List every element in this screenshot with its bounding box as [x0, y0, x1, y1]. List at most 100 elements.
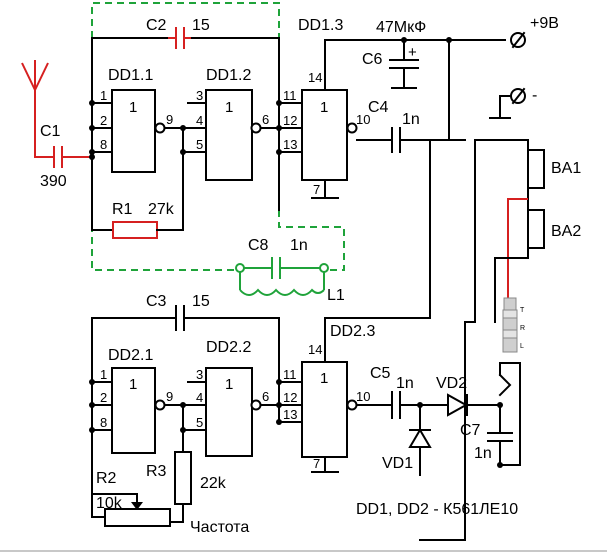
dd1-2-to-dd1-3-wire	[260, 100, 303, 155]
svg-text:1: 1	[100, 367, 107, 382]
dd1-1-to-dd1-2-wire	[164, 125, 207, 231]
r2-value: 10k	[96, 495, 123, 512]
svg-text:14: 14	[308, 342, 322, 357]
dd1-1-label: DD1.1	[108, 67, 153, 84]
svg-text:12: 12	[283, 113, 297, 128]
svg-text:9: 9	[166, 389, 173, 404]
l1-label: L1	[327, 287, 345, 304]
gate-dd1-3: 1	[301, 39, 358, 199]
c8-value: 1n	[290, 237, 308, 254]
svg-text:11: 11	[283, 88, 297, 103]
svg-text:1: 1	[225, 99, 233, 116]
gate-dd2-1: 1	[111, 367, 166, 454]
svg-text:R: R	[520, 325, 525, 332]
svg-text:1: 1	[320, 99, 328, 116]
svg-text:8: 8	[100, 415, 107, 430]
antenna-icon	[21, 60, 54, 158]
ic-type-note: DD1, DD2 - К561ЛЕ10	[356, 501, 518, 518]
svg-text:3: 3	[196, 367, 203, 382]
c6-label: C6	[362, 51, 383, 68]
svg-text:9: 9	[166, 112, 173, 127]
svg-text:T: T	[520, 307, 525, 314]
capacitor-c4	[356, 127, 450, 153]
svg-text:10: 10	[356, 389, 370, 404]
c3-label: C3	[146, 293, 167, 310]
svg-text:10: 10	[356, 112, 370, 127]
dd1-2-label: DD1.2	[206, 67, 251, 84]
ba2-label: BA2	[551, 223, 581, 240]
c6-plus: +	[408, 44, 417, 61]
c2-value: 15	[192, 17, 210, 34]
capacitor-c2	[91, 27, 280, 211]
svg-text:1: 1	[100, 88, 107, 103]
svg-text:L: L	[520, 343, 524, 350]
headphones-wiring	[419, 139, 545, 541]
power-rail	[324, 37, 506, 141]
diode-vd1	[408, 404, 432, 476]
gate-dd1-2: 1	[187, 89, 262, 181]
c5-label: C5	[370, 365, 391, 382]
gate-dd2-2: 1	[205, 367, 262, 457]
svg-text:7: 7	[313, 182, 320, 197]
c3-value: 15	[192, 293, 210, 310]
dd2-2-label: DD2.2	[206, 339, 251, 356]
svg-text:4: 4	[196, 113, 203, 128]
plus-9v-label: +9В	[530, 15, 559, 32]
c7-value: 1n	[474, 445, 492, 462]
svg-text:3: 3	[196, 88, 203, 103]
svg-text:11: 11	[283, 367, 297, 382]
dd1-1-wiring	[89, 37, 113, 231]
svg-text:2: 2	[100, 390, 107, 405]
svg-text:14: 14	[308, 70, 322, 85]
capacitor-c1	[53, 146, 92, 168]
svg-text:7: 7	[313, 456, 320, 471]
svg-text:12: 12	[283, 390, 297, 405]
c4-label: C4	[368, 99, 389, 116]
svg-text:5: 5	[196, 137, 203, 152]
c6-value: 47МкФ	[376, 19, 426, 36]
svg-text:1: 1	[129, 376, 137, 393]
c1-value: 390	[40, 173, 67, 190]
r1-label: R1	[112, 201, 133, 218]
minus-label: -	[532, 87, 537, 104]
svg-text:1: 1	[225, 376, 233, 393]
svg-text:8: 8	[100, 137, 107, 152]
frequency-label: Частота	[190, 519, 249, 536]
vd1-label: VD1	[382, 455, 413, 472]
resistor-r1	[91, 221, 184, 239]
audio-jack-icon: T R L	[502, 297, 525, 353]
terminal-minus	[489, 87, 526, 119]
svg-text:2: 2	[100, 113, 107, 128]
dd2-3-label: DD2.3	[330, 323, 375, 340]
diode-vd2	[447, 393, 503, 417]
dd1-dashed-border	[91, 2, 345, 271]
svg-text:6: 6	[262, 389, 269, 404]
c8-label: C8	[248, 237, 269, 254]
c2-label: C2	[146, 17, 167, 34]
svg-text:1: 1	[129, 99, 137, 116]
c7-label: C7	[460, 422, 481, 439]
lc-tank-c8-l1	[235, 257, 329, 296]
dd1-3-label: DD1.3	[298, 17, 343, 34]
resistor-r3	[169, 451, 192, 523]
gate-dd2-3: 1	[301, 317, 431, 473]
vd2-label: VD2	[436, 375, 467, 392]
r3-label: R3	[146, 463, 167, 480]
dd2-2-to-dd2-3-wire	[260, 379, 303, 425]
svg-text:13: 13	[283, 407, 297, 422]
svg-text:1: 1	[320, 370, 328, 387]
r2-label: R2	[96, 470, 117, 487]
dd2-1-to-dd2-2-wire	[164, 381, 207, 453]
dd2-1-label: DD2.1	[108, 347, 153, 364]
svg-text:5: 5	[196, 415, 203, 430]
potentiometer-r2	[91, 493, 171, 527]
c5-value: 1n	[396, 375, 414, 392]
svg-text:6: 6	[262, 112, 269, 127]
gate-dd1-1: 1	[111, 89, 166, 173]
r1-value: 27k	[148, 201, 175, 218]
svg-text:13: 13	[283, 137, 297, 152]
c4-value: 1n	[402, 111, 420, 128]
svg-text:4: 4	[196, 390, 203, 405]
c1-label: C1	[40, 123, 61, 140]
